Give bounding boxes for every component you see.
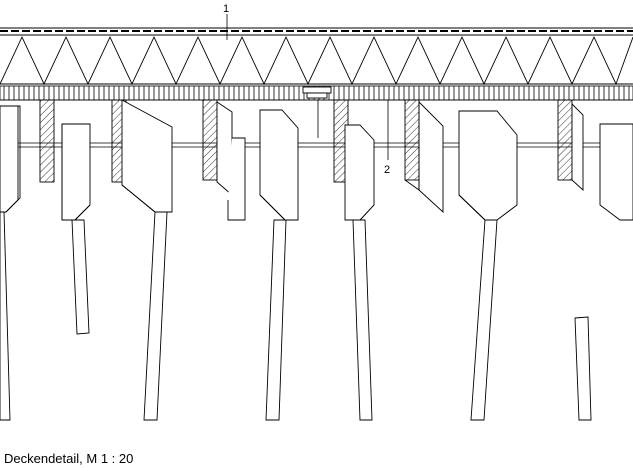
panel-1: [0, 105, 19, 213]
panel-3: [121, 99, 173, 213]
connection-bracket: [302, 86, 332, 99]
callout-2: 2: [384, 164, 390, 176]
batten-hatched-1: [39, 99, 55, 183]
rod-1: [0, 211, 11, 421]
roof-membrane: [0, 27, 633, 36]
batten-hatched-3: [202, 99, 218, 181]
rod-6: [470, 219, 498, 421]
drawing-caption: Deckendetail, M 1 : 20: [4, 451, 134, 466]
panel-10: [599, 123, 633, 221]
rod-2: [71, 219, 90, 335]
rod-5: [352, 219, 373, 421]
suspension-rod: [0, 142, 633, 148]
hanging-rods: [0, 211, 592, 421]
panel-5: [259, 109, 299, 221]
batten-hatched-5: [404, 99, 420, 181]
rod-4: [265, 219, 287, 421]
panel-9: [571, 102, 584, 192]
rod-3: [143, 211, 168, 421]
panel-7: [418, 100, 444, 214]
panel-6: [344, 124, 375, 221]
batten-hatched-6: [557, 99, 573, 181]
acoustic-panels: [0, 99, 633, 221]
insulation-layer: [0, 35, 633, 86]
timber-boarding: [0, 85, 633, 101]
rod-7: [574, 316, 592, 421]
panel-2: [61, 123, 91, 221]
leader-lines: [226, 14, 389, 160]
callout-1: 1: [223, 3, 229, 15]
